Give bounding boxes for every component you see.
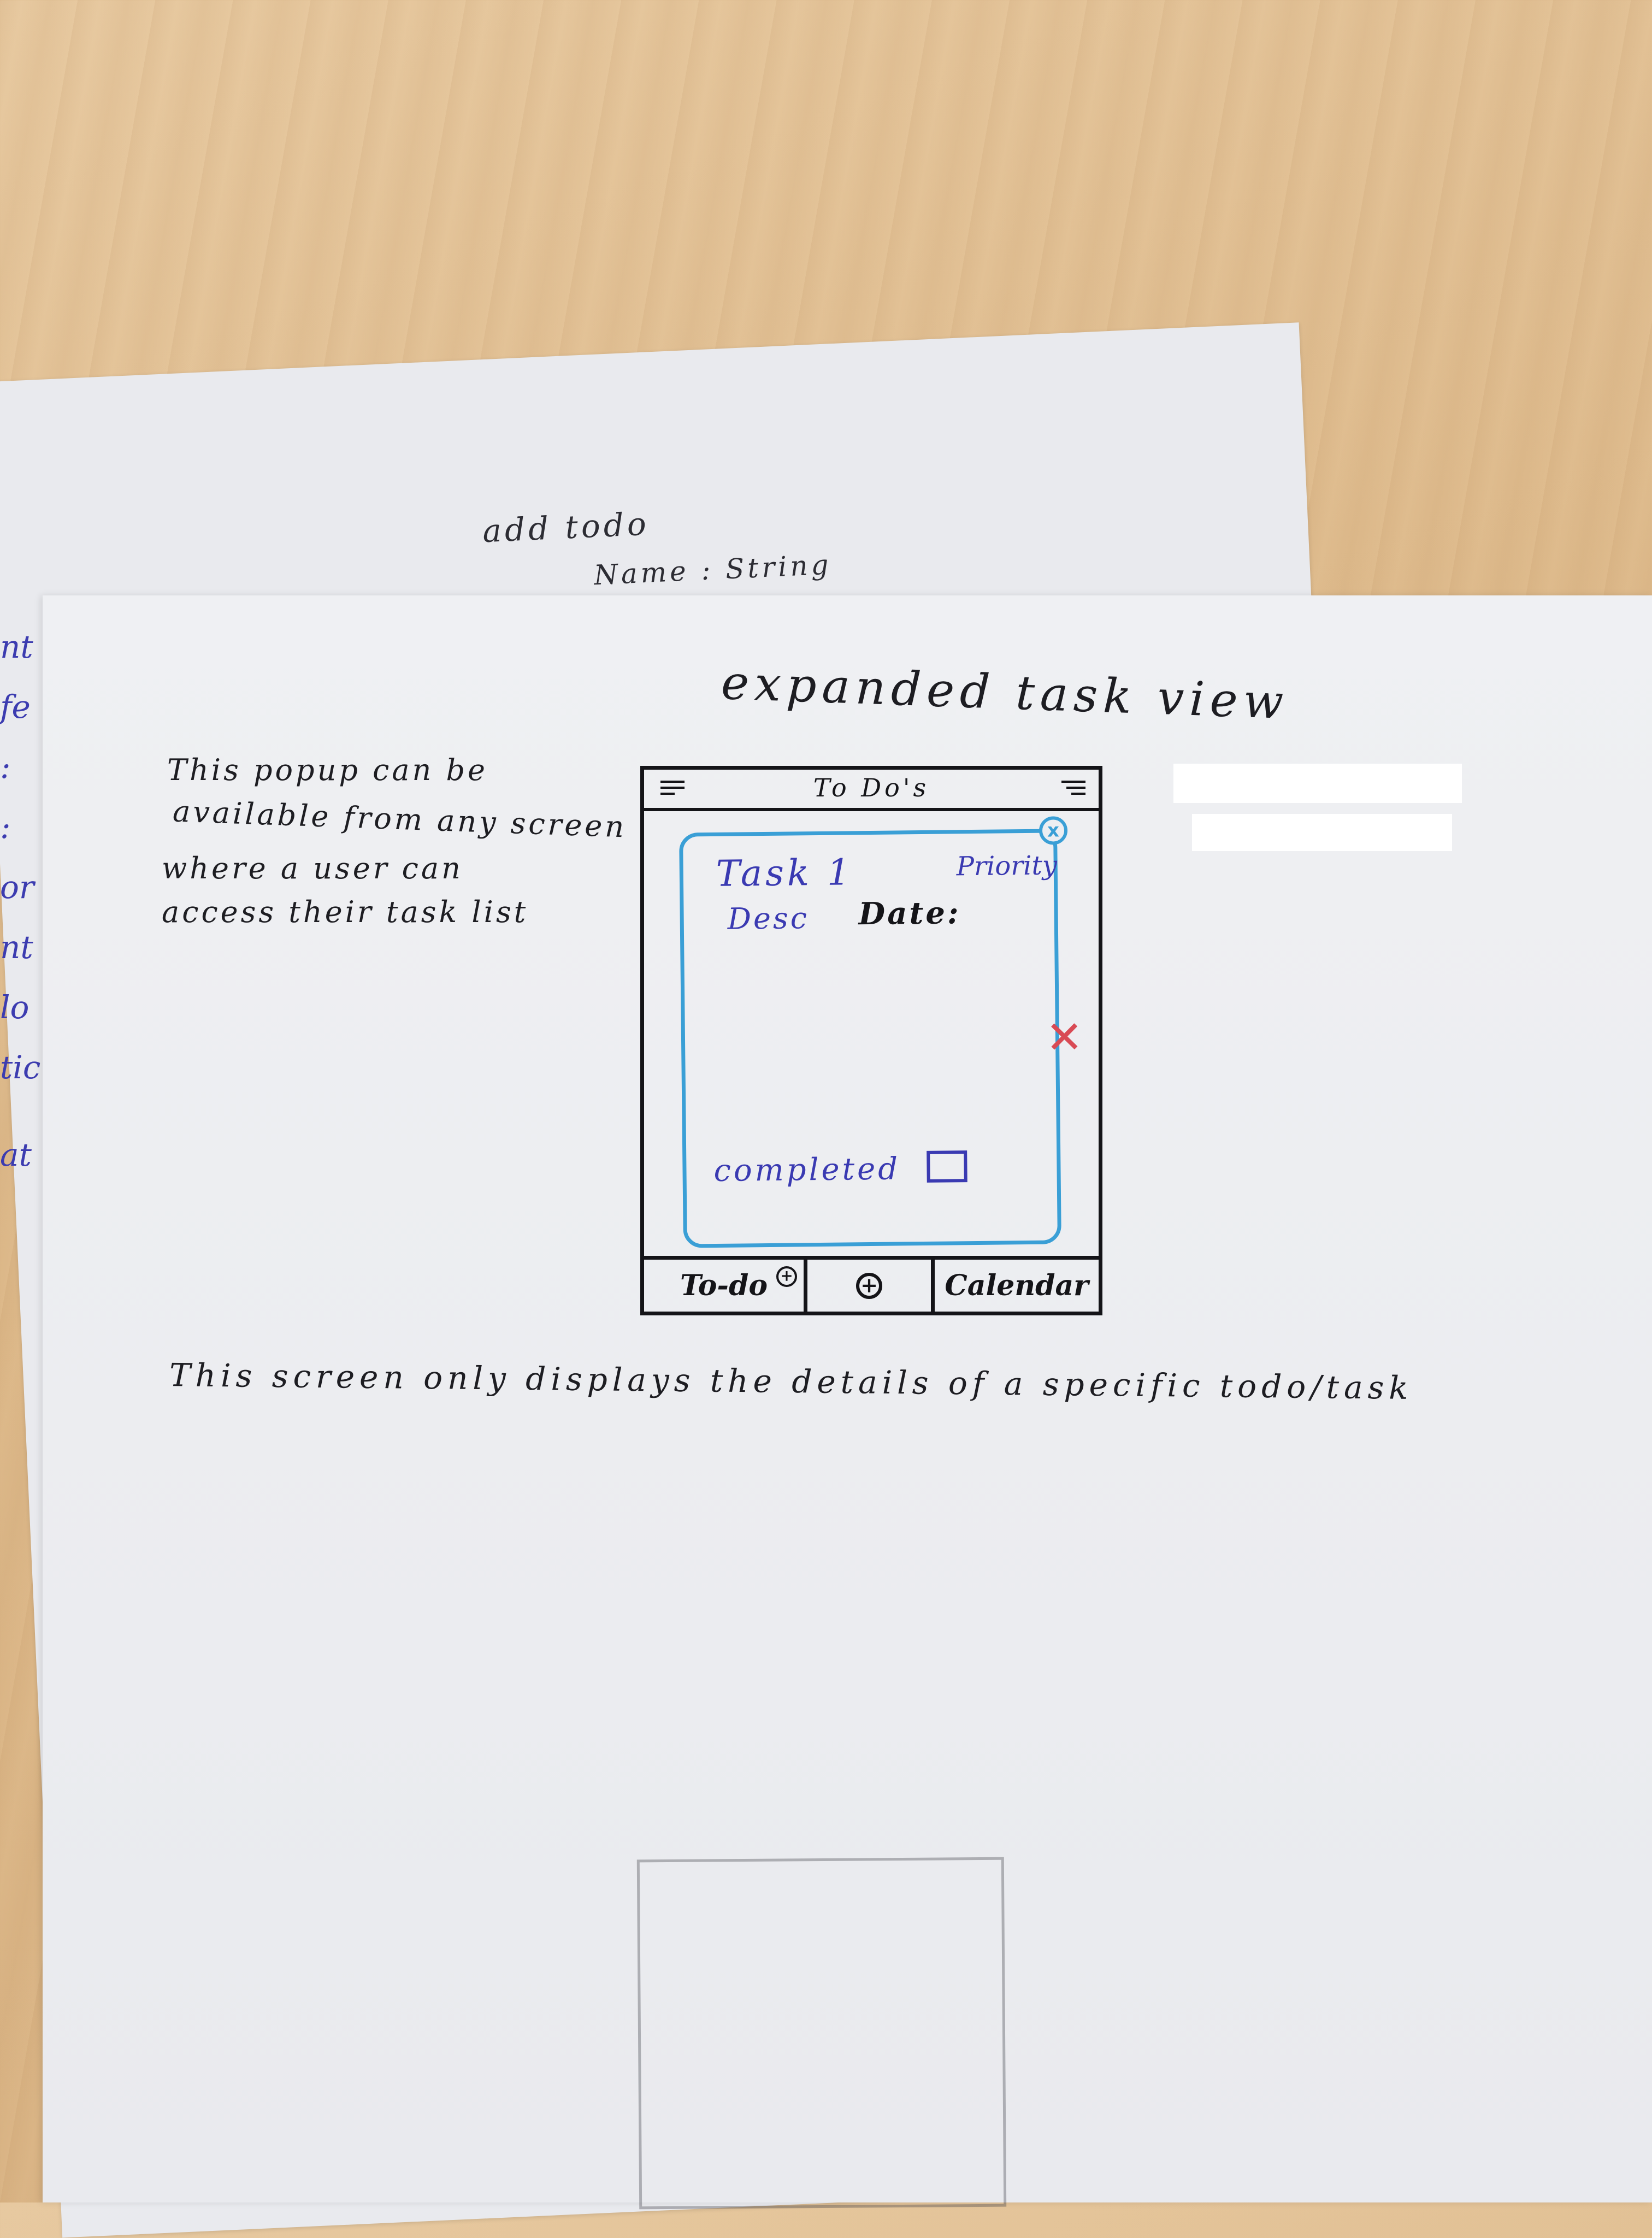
completed-checkbox[interactable] [927,1150,967,1183]
task-title: Task 1 [716,851,854,895]
menu-icon[interactable] [660,781,685,797]
redaction-bar-2 [1192,814,1452,851]
add-circle-icon[interactable]: + [856,1272,882,1299]
bottom-nav: To-do + + Calendar [644,1256,1099,1312]
note-line-3: where a user can [162,851,463,885]
close-icon[interactable]: x [1039,816,1068,845]
nav-todo[interactable]: To-do + [644,1260,804,1312]
faint-sketch-below [636,1857,1007,2210]
date-label: Date: [858,895,961,932]
desc-label: Desc [727,901,810,936]
nav-todo-label: To-do [680,1269,768,1302]
completed-label: completed [713,1151,901,1189]
left-margin-fragments: nt fe : : or nt lo tic at [0,628,41,1173]
wireframe-phone: To Do's x Task 1 Priority Desc Date: ✕ c… [640,766,1102,1315]
back-sheet-line-1: add todo [481,505,651,550]
menu-icon[interactable] [1061,781,1085,797]
note-line-4: access their task list [162,895,529,929]
task-popup: x Task 1 Priority Desc Date: ✕ completed [679,816,1083,1248]
front-paper-sheet [43,595,1652,2202]
top-bar-title: To Do's [813,773,930,802]
delete-x-icon[interactable]: ✕ [1045,1011,1084,1064]
nav-add[interactable]: + [804,1260,931,1312]
add-circle-icon[interactable]: + [776,1266,797,1287]
nav-calendar-label: Calendar [945,1269,1089,1302]
priority-label[interactable]: Priority [956,850,1058,882]
top-bar: To Do's [644,770,1099,811]
nav-calendar[interactable]: Calendar [931,1260,1099,1312]
back-sheet-line-2: Name : String [593,548,833,592]
note-line-1: This popup can be [167,753,488,787]
redaction-bar-1 [1173,764,1462,803]
